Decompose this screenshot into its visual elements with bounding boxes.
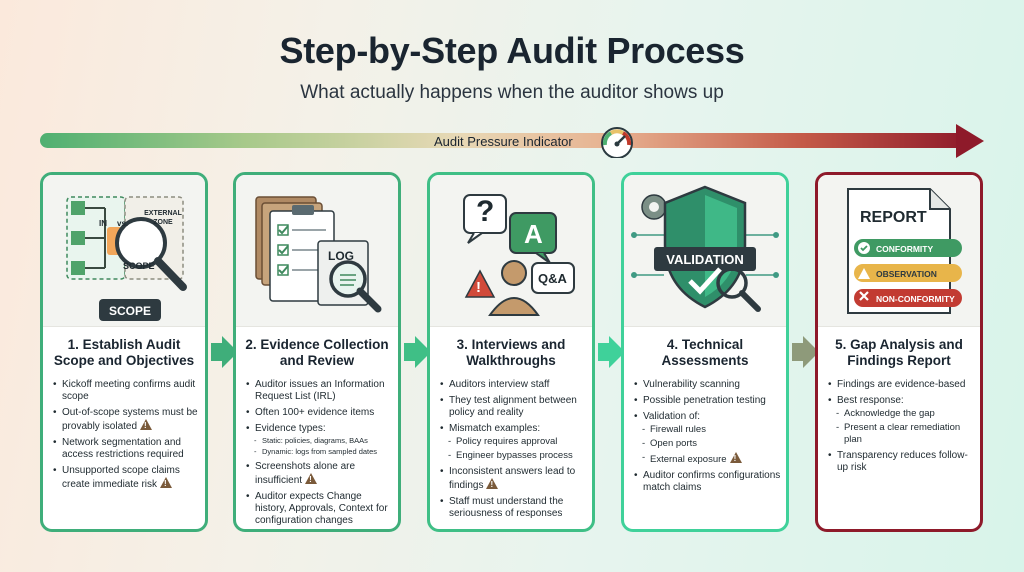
bullet-item: Transparency reduces follow-up risk [828, 450, 976, 474]
bullet-item: Auditor expects Change history, Approval… [246, 491, 394, 527]
pressure-indicator-label: Audit Pressure Indicator [434, 134, 573, 149]
bullet-item: Auditor issues an Information Request Li… [246, 379, 394, 403]
bullet-item: They test alignment between policy and r… [440, 395, 588, 419]
bullet-item: Inconsistent answers lead to findings [440, 466, 588, 492]
warning-icon [729, 452, 742, 465]
bullet-item: Kickoff meeting confirms audit scope [53, 379, 201, 403]
bullet-item: Vulnerability scanning [634, 379, 782, 391]
bullet-subitem: External exposure [634, 452, 782, 466]
bullet-item: Auditors interview staff [440, 379, 588, 391]
step-heading: 1. Establish Audit Scope and Objectives [53, 337, 195, 368]
bullet-item: Staff must understand the seriousness of… [440, 496, 588, 520]
step-card-1: IN vs. EXTERNAL ZONE SCOPE SCOPE 1. Esta… [40, 172, 208, 532]
bullet-subitem: Firewall rules [634, 424, 782, 436]
step-card-4: VALIDATION 4. Technical Assessments Vuln… [621, 172, 789, 532]
step-bullets: Vulnerability scanning Possible penetrat… [634, 379, 782, 498]
flow-arrow-body [404, 343, 416, 361]
page-subtitle: What actually happens when the auditor s… [300, 82, 724, 103]
bullet-item: Out-of-scope systems must be provably is… [53, 407, 201, 433]
step-heading: 2. Evidence Collection and Review [245, 337, 389, 368]
scope-vs-label: vs. [117, 219, 129, 228]
magnifier-scope-label: SCOPE [123, 261, 155, 271]
step-bullets: Auditors interview staff They test align… [440, 379, 588, 524]
bullet-item: Best response: [828, 395, 976, 407]
gauge-icon [601, 127, 633, 158]
qa-label: Q&A [538, 271, 567, 286]
scope-illustration: IN vs. EXTERNAL ZONE SCOPE SCOPE [43, 175, 205, 327]
bullet-subitem: Dynamic: logs from sampled dates [246, 447, 394, 457]
log-doc-label: LOG [328, 249, 354, 263]
bullet-item: Validation of: [634, 411, 782, 423]
bullet-subitem: Open ports [634, 438, 782, 450]
alert-label: ! [476, 279, 481, 296]
step-heading: 4. Technical Assessments [661, 337, 749, 368]
evidence-illustration: LOG [236, 175, 398, 327]
step-card-2: LOG 2. Evidence Collection and Review Au… [233, 172, 401, 532]
pressure-arrow-head [956, 124, 984, 158]
answer-label: A [524, 219, 543, 249]
bullet-item: Auditor confirms configurations match cl… [634, 470, 782, 494]
report-illustration: REPORT CONFORMITY OBSERVATION NON-CONFOR… [818, 175, 980, 327]
flow-arrow-body [598, 343, 610, 361]
interview-illustration: ? A ! Q&A [430, 175, 592, 327]
report-title-label: REPORT [860, 209, 927, 226]
step-bullets: Auditor issues an Information Request Li… [246, 379, 394, 529]
scope-in-label: IN [99, 219, 107, 228]
bullet-item: Screenshots alone are insufficient [246, 461, 394, 487]
warning-icon [305, 473, 318, 486]
page-title: Step-by-Step Audit Process [279, 30, 745, 71]
step-bullets: Findings are evidence-based Best respons… [828, 379, 976, 478]
bullet-subitem: Acknowledge the gap [828, 408, 976, 420]
bullet-item: Mismatch examples: [440, 423, 588, 435]
validation-badge-label: VALIDATION [666, 252, 744, 267]
observation-tag: OBSERVATION [876, 269, 937, 279]
conformity-tag: CONFORMITY [876, 244, 934, 254]
warning-icon [140, 419, 153, 432]
flow-arrow-body [792, 343, 804, 361]
bullet-item: Network segmentation and access restrict… [53, 437, 201, 461]
step-heading: 5. Gap Analysis and Findings Report [835, 337, 963, 368]
bullet-item: Possible penetration testing [634, 395, 782, 407]
non-conformity-tag: NON-CONFORMITY [876, 294, 955, 304]
bullet-item: Often 100+ evidence items [246, 407, 394, 419]
external-zone-label: EXTERNAL ZONE [144, 210, 182, 226]
step-bullets: Kickoff meeting confirms audit scope Out… [53, 379, 201, 495]
bullet-subitem: Static: policies, diagrams, BAAs [246, 436, 394, 446]
audit-pressure-bar [40, 133, 970, 148]
step-card-5: REPORT CONFORMITY OBSERVATION NON-CONFOR… [815, 172, 983, 532]
bullet-item: Unsupported scope claims create immediat… [53, 465, 201, 491]
warning-icon [486, 478, 499, 491]
bullet-subitem: Present a clear remediation plan [828, 422, 976, 446]
flow-arrow-body [211, 343, 223, 361]
warning-icon [160, 477, 173, 490]
bullet-subitem: Policy requires approval [440, 436, 588, 448]
bullet-item: Findings are evidence-based [828, 379, 976, 391]
step-heading: 3. Interviews and Walkthroughs [456, 337, 566, 368]
validation-illustration: VALIDATION [624, 175, 786, 327]
bullet-item: Evidence types: [246, 423, 394, 435]
question-mark-label: ? [476, 195, 495, 228]
step-card-3: ? A ! Q&A 3. Interviews and Walkthroughs… [427, 172, 595, 532]
scope-banner-label: SCOPE [108, 304, 151, 318]
bullet-subitem: Engineer bypasses process [440, 450, 588, 462]
